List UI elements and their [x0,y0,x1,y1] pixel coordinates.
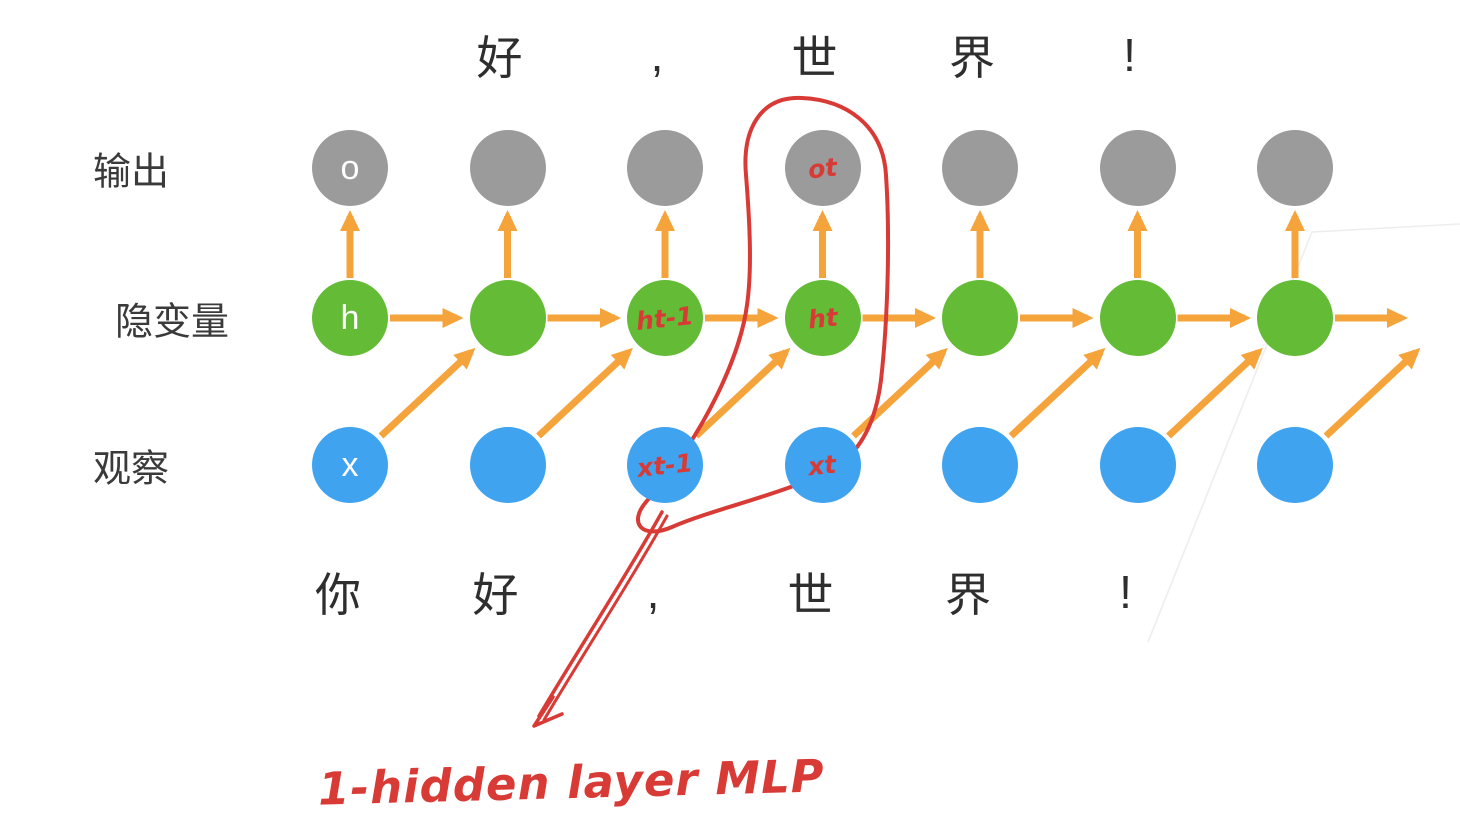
caption-char-top: ! [1123,29,1136,81]
observation-node: x [312,427,388,503]
observation-node: xt [784,427,861,503]
output-node: ot [784,130,861,206]
caption-char-top: 好 [476,32,523,84]
flow-arrow [1008,347,1106,439]
caption-char-bottom: 世 [787,569,834,621]
output-node [1099,130,1176,206]
hidden-node [1099,280,1176,356]
node-annotation: ot [806,152,839,184]
artifact-line [1311,223,1460,233]
caption-char-bottom: ! [1119,566,1132,618]
node-annotation: ht-1 [634,300,696,336]
caption-char-bottom: 好 [472,569,519,621]
node-annotation: xt-1 [635,447,695,483]
flow-arrow [1166,347,1263,439]
output-node [627,130,703,206]
node-annotation: xt [807,449,838,481]
observation-node [1099,427,1176,503]
node-annotation: ht [806,302,839,334]
node-letter: x [341,446,359,484]
flow-arrow [851,347,948,439]
flow-arrow [693,347,791,439]
hidden-node [1257,280,1333,356]
caption-char-bottom: , [646,566,660,618]
observation-node: xt-1 [627,427,703,503]
hidden-node: h [312,280,388,356]
row-label-output: 输出 [92,151,170,194]
hand-drawn-arrow-head [532,695,564,728]
mlp-annotation-text: 1-hidden layer MLP [317,749,826,816]
observation-node [1257,427,1333,503]
caption-char-top: 世 [791,32,838,84]
output-node [942,130,1018,206]
caption-char-top: , [650,29,664,81]
observation-node [469,427,546,503]
output-node [469,130,546,206]
row-label-hidden: 隐变量 [114,301,230,344]
caption-char-bottom: 界 [945,569,991,621]
node-letter: o [340,149,360,187]
output-node: o [312,130,388,206]
node-letter: h [340,299,360,337]
output-node [1257,130,1333,206]
caption-char-top: 界 [949,32,995,84]
hidden-node [942,280,1018,356]
hidden-node: ht [784,280,861,356]
flow-arrow [536,347,633,439]
row-label-observation: 观察 [92,448,170,491]
hand-drawn-arrow-shaft [537,510,664,718]
flow-arrow [378,347,476,439]
hidden-node [469,280,546,356]
flow-arrow [1323,347,1421,439]
caption-char-bottom: 你 [315,569,361,621]
hidden-node: ht-1 [627,280,703,356]
observation-node [942,427,1018,503]
